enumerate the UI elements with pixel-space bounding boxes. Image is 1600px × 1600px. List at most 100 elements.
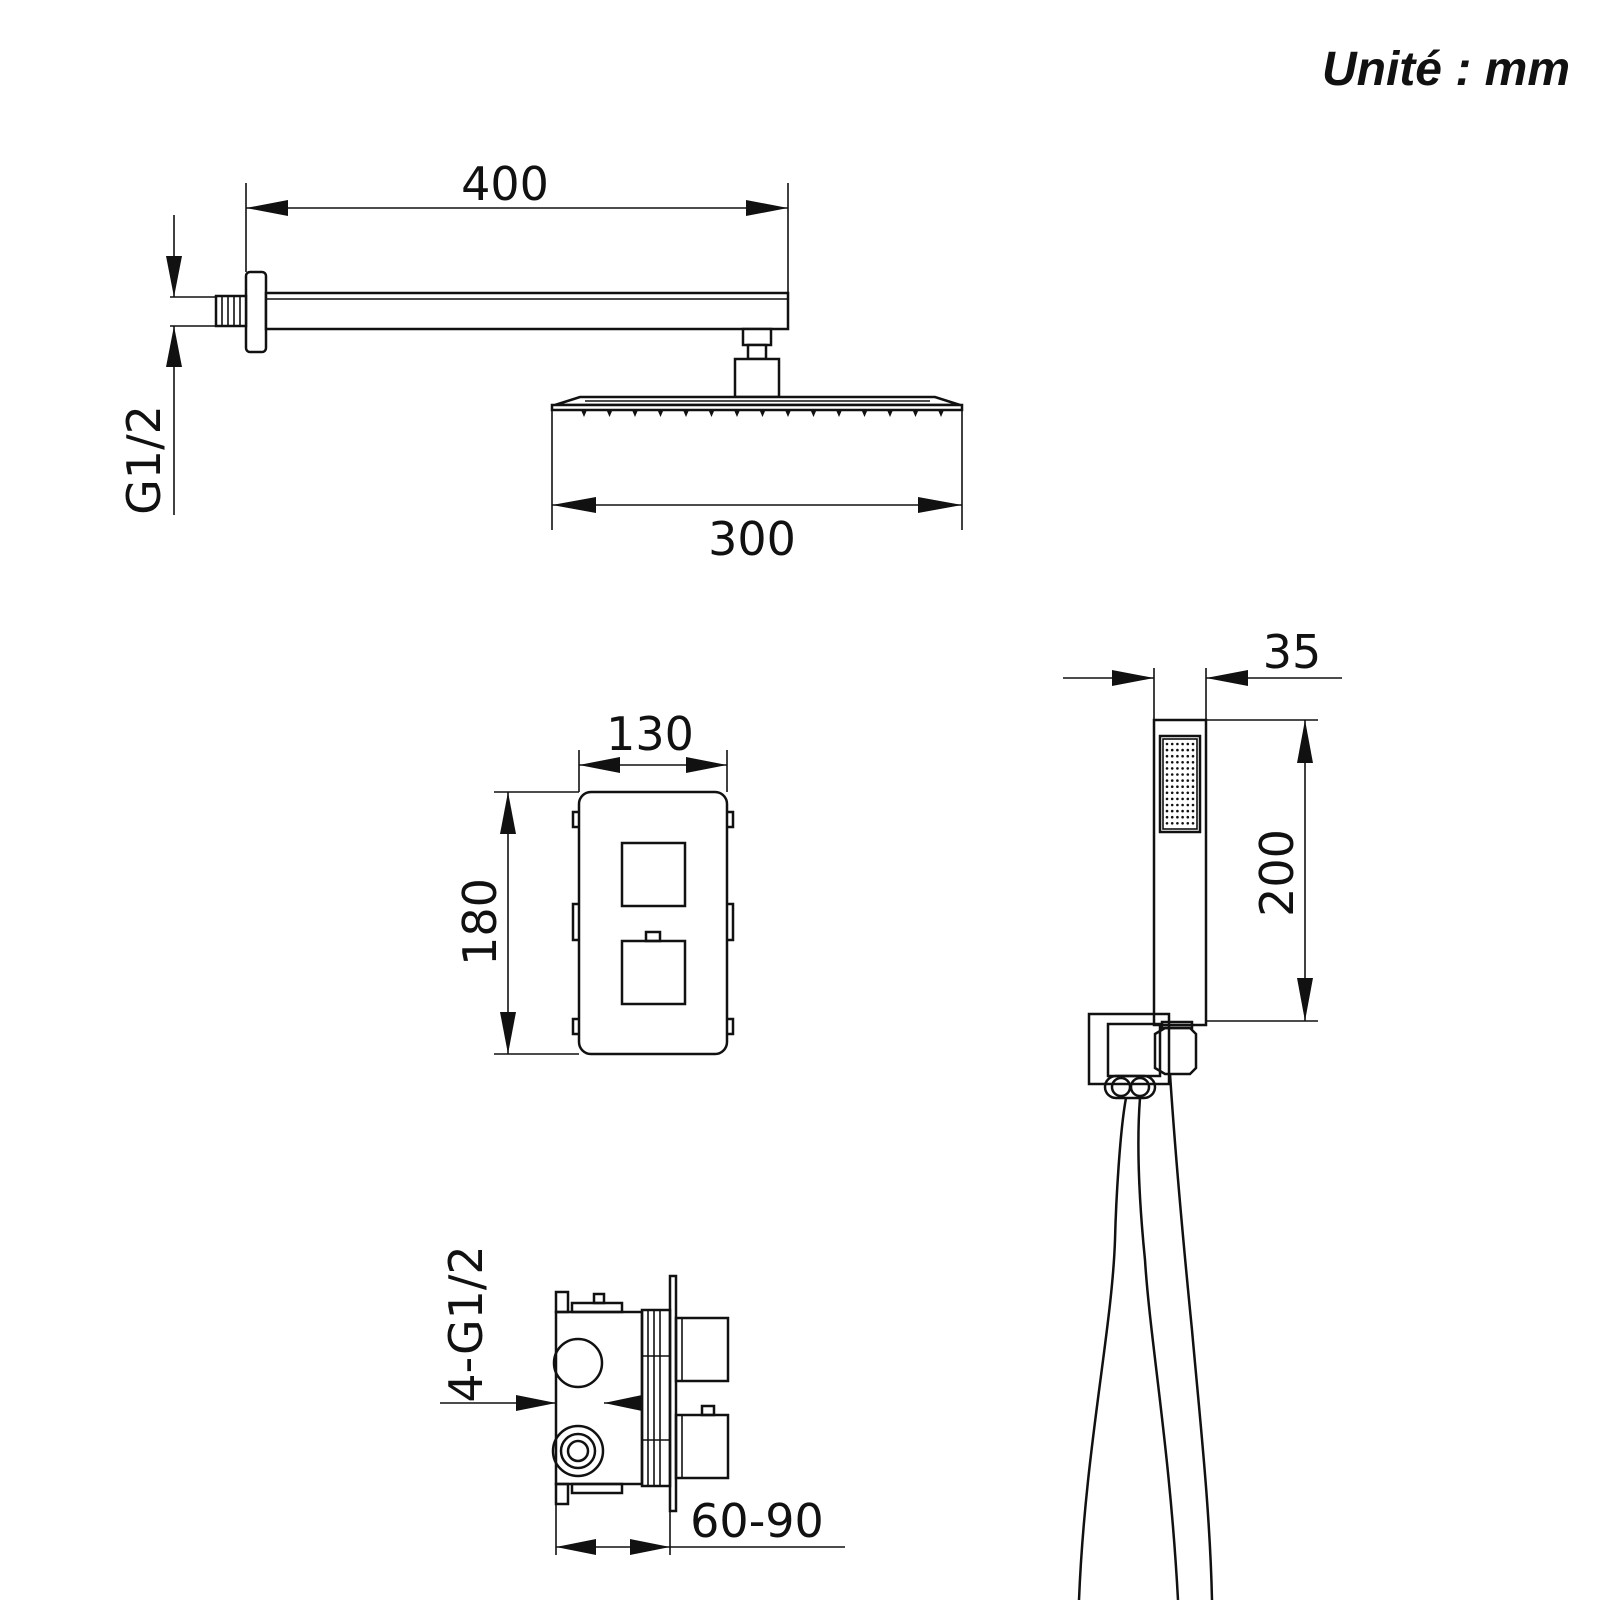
spray-nozzle	[1191, 815, 1195, 819]
spray-nozzle	[1191, 791, 1195, 795]
nozzle	[734, 410, 740, 417]
nozzle	[606, 410, 613, 417]
valve-flow-handle	[674, 1316, 730, 1383]
nozzle	[861, 410, 868, 417]
nozzle	[657, 410, 664, 417]
spray-nozzle	[1186, 809, 1190, 813]
dim-hand-length: 200	[1206, 719, 1318, 1022]
spray-nozzle	[1165, 754, 1169, 758]
nozzle	[938, 410, 944, 417]
spray-nozzle	[1181, 742, 1184, 746]
nozzle	[581, 410, 587, 417]
spray-nozzle	[1165, 767, 1169, 770]
spray-nozzle	[1176, 785, 1179, 788]
spray-nozzle	[1176, 742, 1179, 746]
nozzle	[836, 410, 842, 417]
spray-nozzle	[1181, 803, 1184, 807]
spray-nozzle	[1181, 791, 1184, 795]
spray-nozzle	[1181, 815, 1184, 819]
spray-nozzle	[1165, 761, 1169, 764]
valve-body-drawing	[551, 1274, 730, 1513]
spray-nozzle	[1186, 815, 1190, 819]
spray-nozzle	[1170, 785, 1174, 788]
spray-nozzle	[1165, 809, 1169, 813]
temperature-handle	[620, 939, 687, 1006]
spray-nozzle	[1176, 761, 1179, 764]
spray-nozzle	[1176, 797, 1179, 801]
plate-width-label: 130	[606, 707, 694, 761]
spray-nozzle	[1176, 754, 1179, 758]
spray-nozzle	[1170, 822, 1174, 825]
spray-nozzle	[1170, 742, 1174, 746]
hand-width-label: 35	[1263, 625, 1322, 679]
dim-plate-height: 180	[453, 791, 579, 1055]
spray-nozzle	[1181, 797, 1184, 801]
plate-height-label: 180	[453, 878, 507, 966]
nozzle	[708, 410, 715, 417]
spray-nozzle	[1170, 779, 1174, 782]
unit-label: Unité : mm	[1322, 43, 1570, 96]
spray-nozzle	[1181, 779, 1184, 782]
nozzle	[632, 410, 638, 417]
spray-nozzle	[1170, 815, 1174, 819]
spray-nozzle	[1191, 779, 1195, 782]
thermostat-plate-drawing	[571, 790, 735, 1056]
spray-nozzle	[1181, 785, 1184, 788]
spray-nozzle	[1170, 791, 1174, 795]
shower-head-drawing	[550, 395, 964, 417]
spray-nozzle	[1186, 767, 1190, 770]
spray-nozzle	[1186, 748, 1190, 752]
nozzle	[912, 410, 919, 417]
spray-nozzle	[1170, 797, 1174, 801]
spray-nozzle	[1186, 779, 1190, 782]
swivel-joint	[741, 327, 773, 347]
spray-nozzle	[1181, 761, 1184, 764]
spray-nozzle	[1170, 767, 1174, 770]
spray-nozzle	[1176, 779, 1179, 782]
thread-connector	[214, 294, 248, 328]
spray-nozzle	[1186, 803, 1190, 807]
arm-length-label: 400	[461, 157, 549, 211]
dim-arm-length: 400	[245, 157, 789, 293]
cover-plate	[577, 790, 729, 1056]
nozzle	[785, 410, 791, 417]
spray-nozzle	[1186, 754, 1190, 758]
nozzle	[683, 410, 689, 417]
flow-handle	[620, 841, 687, 908]
spray-nozzle	[1186, 761, 1190, 764]
spray-nozzle	[1170, 754, 1174, 758]
spray-nozzle	[1191, 785, 1195, 788]
spray-nozzle	[1170, 803, 1174, 807]
nozzle	[887, 410, 893, 417]
spray-nozzle	[1165, 822, 1169, 825]
spray-nozzle	[1186, 791, 1190, 795]
thread-label: G1/2	[117, 405, 171, 515]
spray-nozzle	[1191, 803, 1195, 807]
head-width-label: 300	[708, 512, 796, 566]
spray-nozzle	[1191, 822, 1195, 825]
outlets-label: 4-G1/2	[439, 1245, 493, 1402]
spray-nozzle	[1176, 767, 1179, 770]
nozzle	[810, 410, 817, 417]
spray-nozzle	[1165, 773, 1169, 776]
valve-port-upper	[552, 1337, 604, 1389]
hand-shower-spray-face	[1158, 734, 1202, 834]
spray-nozzle	[1165, 785, 1169, 788]
spray-nozzle	[1170, 748, 1174, 752]
spray-nozzle	[1181, 767, 1184, 770]
spray-nozzle	[1176, 773, 1179, 776]
spray-nozzle	[1176, 815, 1179, 819]
spray-nozzle	[1186, 773, 1190, 776]
spray-nozzle	[1181, 822, 1184, 825]
spray-nozzle	[1191, 809, 1195, 813]
spray-nozzle	[1165, 742, 1169, 746]
spray-nozzle	[1191, 754, 1195, 758]
spray-nozzle	[1181, 754, 1184, 758]
spray-nozzle	[1186, 797, 1190, 801]
holder-block	[1106, 1022, 1162, 1078]
hand-shower-nozzles	[1165, 742, 1195, 825]
spray-nozzle	[1181, 809, 1184, 813]
spray-nozzle	[1176, 803, 1179, 807]
dim-thread: G1/2	[117, 215, 216, 515]
